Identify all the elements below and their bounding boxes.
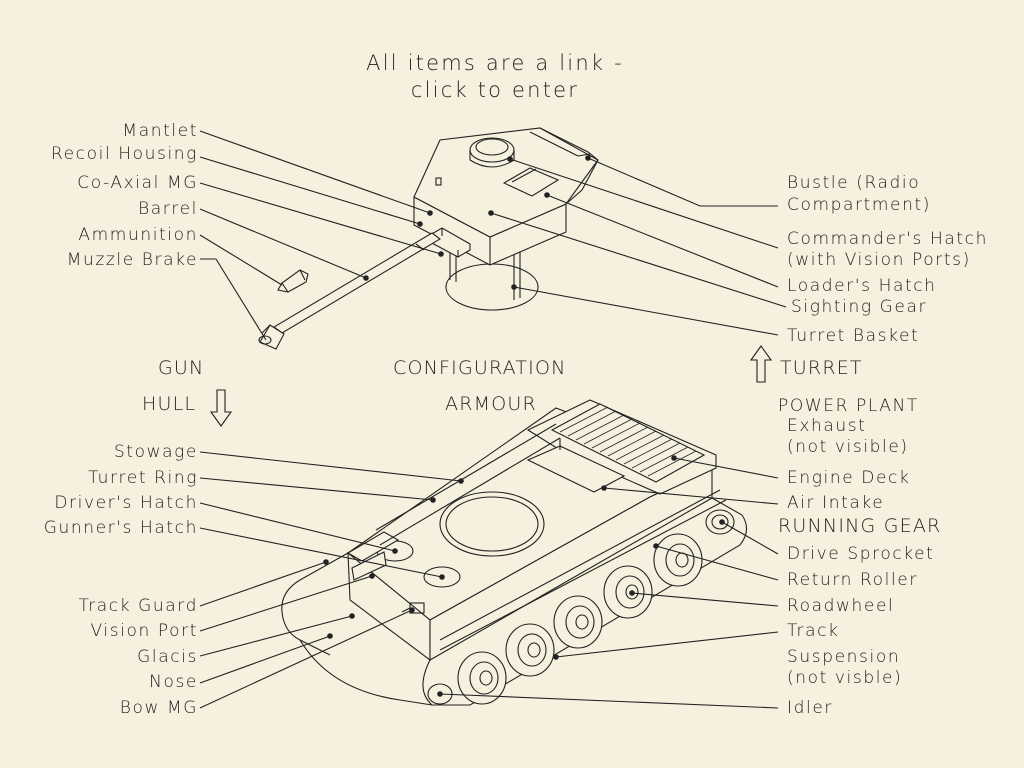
label-glacis[interactable]: Glacis bbox=[137, 647, 198, 667]
leader-lines bbox=[199, 130, 787, 709]
turret-arrow-up-icon bbox=[749, 345, 773, 383]
label-ammunition[interactable]: Ammunition bbox=[78, 225, 198, 245]
section-turret-link[interactable]: TURRET bbox=[780, 357, 863, 379]
label-recoil-housing[interactable]: Recoil Housing bbox=[50, 144, 198, 164]
gunners-hatch-shape bbox=[423, 566, 461, 588]
section-hull-link[interactable]: HULL bbox=[142, 393, 197, 415]
label-vision-port[interactable]: Vision Port bbox=[90, 621, 198, 641]
hull-arrow-down-icon bbox=[209, 389, 233, 427]
turret-basket-base bbox=[445, 263, 539, 311]
label-track[interactable]: Track bbox=[787, 621, 840, 641]
label-bustle-line-1[interactable]: Bustle (Radio bbox=[787, 173, 921, 193]
label-muzzle-brake[interactable]: Muzzle Brake bbox=[66, 250, 198, 270]
label-return-roller[interactable]: Return Roller bbox=[787, 570, 918, 590]
title-line-1: All items are a link - bbox=[366, 51, 624, 75]
label-commanders-hatch-line-2[interactable]: (with Vision Ports) bbox=[787, 250, 971, 270]
label-exhaust-line-1[interactable]: Exhaust bbox=[787, 416, 867, 436]
label-mantlet[interactable]: Mantlet bbox=[122, 121, 198, 141]
turret-ring-shape bbox=[439, 491, 545, 557]
track-shape bbox=[422, 497, 748, 706]
label-bustle-line-2[interactable]: Compartment) bbox=[787, 195, 931, 215]
label-drive-sprocket[interactable]: Drive Sprocket bbox=[787, 544, 935, 564]
ammunition-shape bbox=[281, 269, 309, 293]
label-idler[interactable]: Idler bbox=[787, 698, 833, 718]
track-guard-shape bbox=[281, 552, 349, 656]
label-loaders-hatch[interactable]: Loader's Hatch bbox=[787, 276, 937, 296]
engine-deck-grille bbox=[550, 403, 706, 483]
label-drivers-hatch[interactable]: Driver's Hatch bbox=[54, 493, 198, 513]
section-running-gear-link[interactable]: RUNNING GEAR bbox=[778, 515, 942, 537]
section-configuration-link[interactable]: CONFIGURATION bbox=[393, 357, 567, 379]
page-title: All items are a link - click to enter bbox=[270, 50, 720, 104]
section-armour-link[interactable]: ARMOUR bbox=[445, 393, 537, 415]
label-exhaust-line-2[interactable]: (not visible) bbox=[787, 437, 909, 457]
leader-dots bbox=[323, 155, 725, 697]
roadwheels bbox=[427, 509, 735, 705]
label-turret-basket[interactable]: Turret Basket bbox=[787, 326, 920, 346]
label-turret-ring[interactable]: Turret Ring bbox=[88, 468, 198, 488]
label-roadwheel[interactable]: Roadwheel bbox=[787, 596, 895, 616]
hull-drawing bbox=[281, 399, 748, 706]
label-track-guard[interactable]: Track Guard bbox=[78, 596, 198, 616]
section-power-plant-link[interactable]: POWER PLANT bbox=[778, 396, 919, 416]
label-sighting-gear[interactable]: Sighting Gear bbox=[791, 297, 928, 317]
label-suspension-line-2[interactable]: (not visble) bbox=[787, 668, 903, 688]
label-suspension-line-1[interactable]: Suspension bbox=[787, 647, 901, 667]
label-commanders-hatch-line-1[interactable]: Commander's Hatch bbox=[787, 229, 988, 249]
loaders-hatch-shape bbox=[502, 167, 560, 197]
label-stowage[interactable]: Stowage bbox=[113, 442, 198, 462]
label-nose[interactable]: Nose bbox=[149, 672, 198, 692]
section-arrows bbox=[209, 345, 773, 427]
label-co-axial-mg[interactable]: Co-Axial MG bbox=[77, 173, 198, 193]
label-engine-deck[interactable]: Engine Deck bbox=[787, 468, 911, 488]
air-intake-shape bbox=[526, 445, 626, 493]
section-gun-link[interactable]: GUN bbox=[158, 357, 205, 379]
label-bow-mg[interactable]: Bow MG bbox=[119, 698, 198, 718]
vision-port-shape bbox=[351, 551, 387, 581]
label-barrel[interactable]: Barrel bbox=[138, 199, 198, 219]
label-gunners-hatch[interactable]: Gunner's Hatch bbox=[43, 518, 198, 538]
title-line-2: click to enter bbox=[410, 78, 580, 102]
turret-drawing bbox=[258, 127, 599, 350]
label-air-intake[interactable]: Air Intake bbox=[787, 493, 885, 513]
hull-side bbox=[429, 467, 713, 661]
